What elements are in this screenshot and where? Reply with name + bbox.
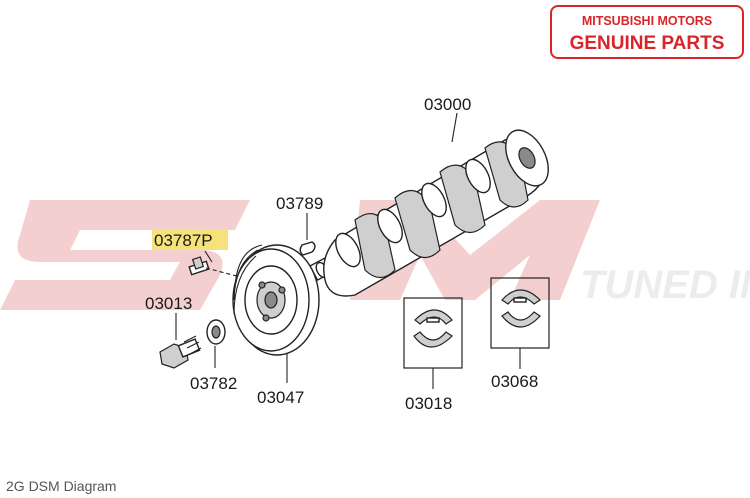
label-03000[interactable]: 03000 xyxy=(424,95,471,114)
label-03018[interactable]: 03018 xyxy=(405,394,452,413)
pulley-bolt[interactable] xyxy=(159,335,202,369)
label-03782[interactable]: 03782 xyxy=(190,374,237,393)
woodruff-key[interactable] xyxy=(299,241,316,256)
label-03787P[interactable]: 03787P xyxy=(154,231,213,250)
leader-03787P xyxy=(204,250,213,263)
small-bolt[interactable] xyxy=(188,256,210,276)
leader-03000 xyxy=(451,112,458,143)
label-03789[interactable]: 03789 xyxy=(276,194,323,213)
label-03068[interactable]: 03068 xyxy=(491,372,538,391)
badge-title: GENUINE PARTS xyxy=(570,33,725,54)
badge-brand: MITSUBISHI MOTORS xyxy=(582,14,712,28)
crankshaft[interactable] xyxy=(309,123,557,297)
label-03013[interactable]: 03013 xyxy=(145,294,192,313)
rod-bearing-box[interactable] xyxy=(490,277,550,349)
watermark-sub: TUNED INC. xyxy=(580,263,750,307)
washer[interactable] xyxy=(206,319,226,345)
diagram-caption: 2G DSM Diagram xyxy=(6,478,117,494)
highlight-03787P xyxy=(152,229,228,250)
genuine-parts-badge: MITSUBISHI MOTORS GENUINE PARTS xyxy=(550,5,744,59)
crank-pulley[interactable] xyxy=(232,244,320,356)
label-03047[interactable]: 03047 xyxy=(257,388,304,407)
main-bearing-box[interactable] xyxy=(403,297,463,369)
